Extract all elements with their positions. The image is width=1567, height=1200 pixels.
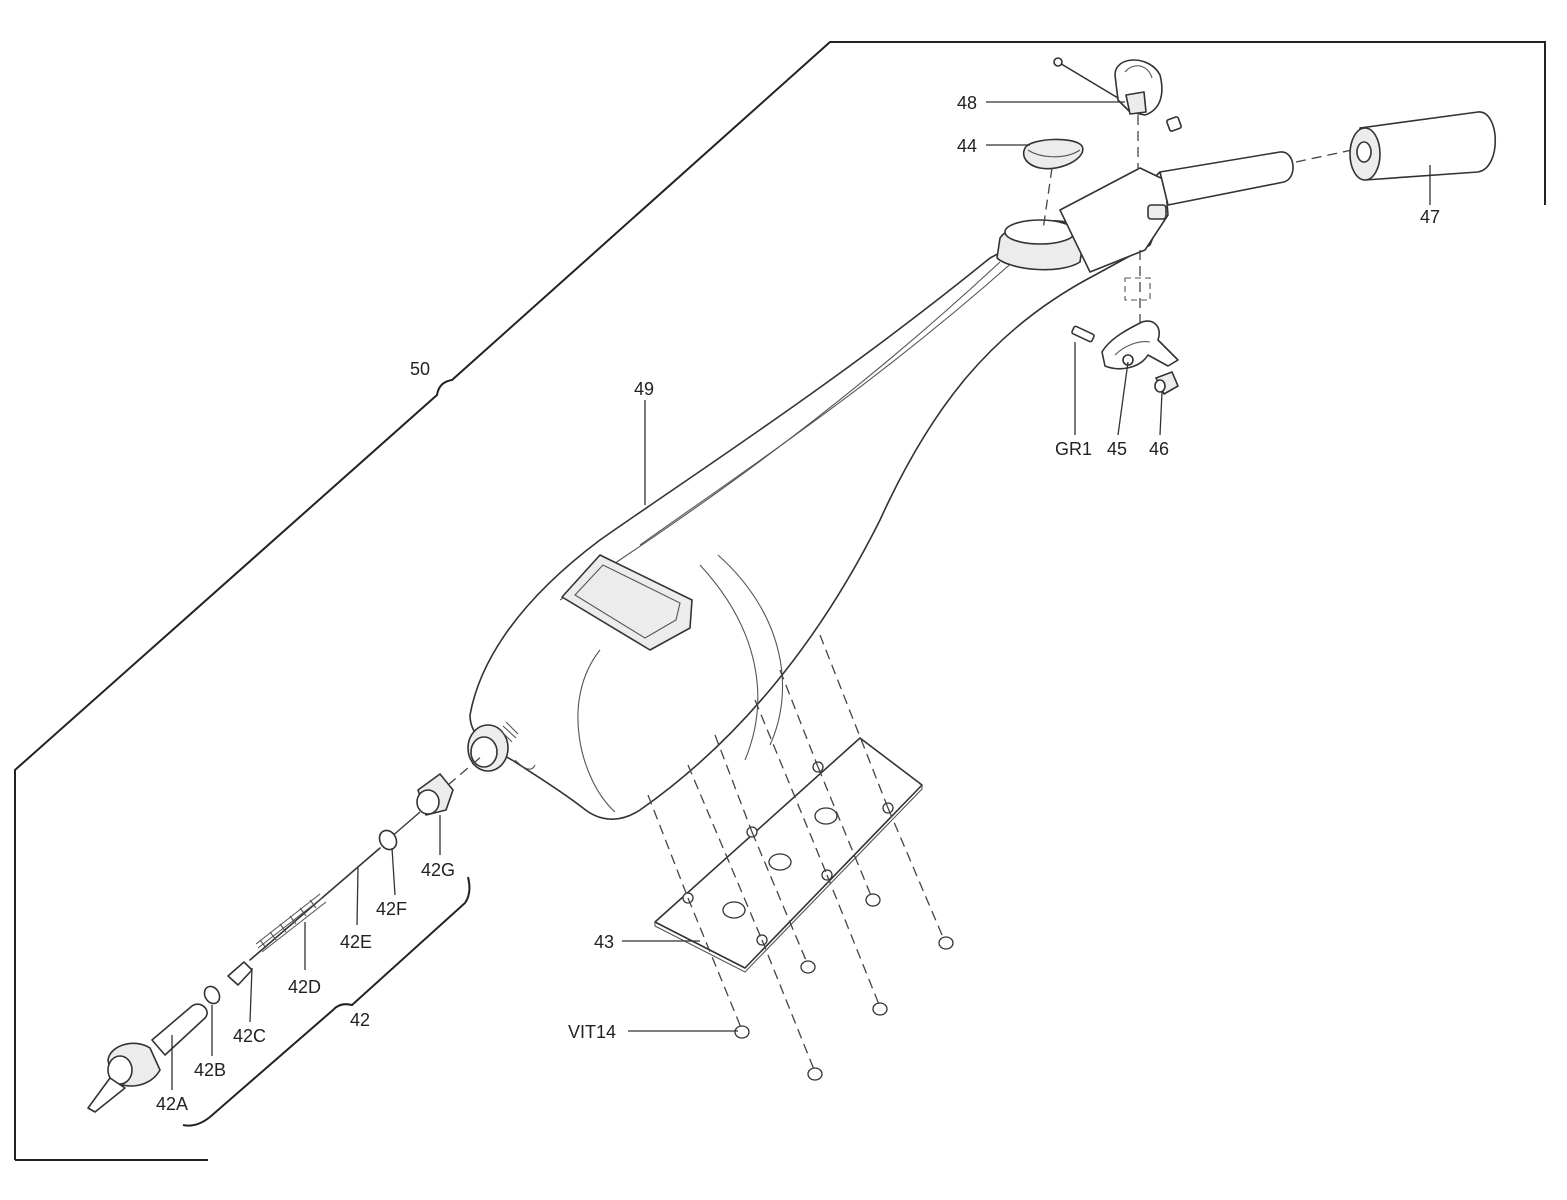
label-43: 43: [594, 932, 614, 952]
label-48: 48: [957, 93, 977, 113]
o-ring-42F: [378, 829, 398, 851]
label-42D: 42D: [288, 977, 321, 997]
o-ring-42B: [203, 985, 221, 1005]
label-GR1: GR1: [1055, 439, 1092, 459]
label-50: 50: [410, 359, 430, 379]
assembly-42-bracket: [182, 876, 471, 1127]
tank-body: [467, 167, 1169, 820]
screw-GR1: [1071, 325, 1095, 343]
sleeve-42A: [151, 1003, 208, 1056]
cap-44: [1022, 138, 1084, 170]
fastener-axes: [647, 634, 946, 1073]
strainer-body: [87, 1042, 161, 1113]
handle-grip: [1349, 111, 1496, 181]
nut-42G: [416, 773, 454, 816]
base-plate-43: [654, 737, 923, 973]
label-46: 46: [1149, 439, 1169, 459]
label-42E: 42E: [340, 932, 372, 952]
label-42B: 42B: [194, 1060, 226, 1080]
label-42C: 42C: [233, 1026, 266, 1046]
label-45: 45: [1107, 439, 1127, 459]
label-42G: 42G: [421, 860, 455, 880]
handle-axis-dash: [1295, 149, 1353, 163]
upper-clamp-48: [1053, 57, 1182, 132]
nut-46: [1154, 371, 1179, 395]
lower-clamp-45: [1101, 320, 1179, 370]
handle-tube: [1159, 151, 1294, 206]
label-42F: 42F: [376, 899, 407, 919]
label-44: 44: [957, 136, 977, 156]
label-42: 42: [350, 1010, 370, 1030]
assembly-50-frame: [14, 41, 1546, 1160]
label-VIT14: VIT14: [568, 1022, 616, 1042]
tip-42C: [227, 961, 253, 986]
screws-VIT14: [734, 893, 954, 1081]
label-42A: 42A: [156, 1094, 188, 1114]
label-49: 49: [634, 379, 654, 399]
leader-lines: [171, 101, 1431, 1090]
label-47: 47: [1420, 207, 1440, 227]
brush-42D: [255, 893, 327, 953]
